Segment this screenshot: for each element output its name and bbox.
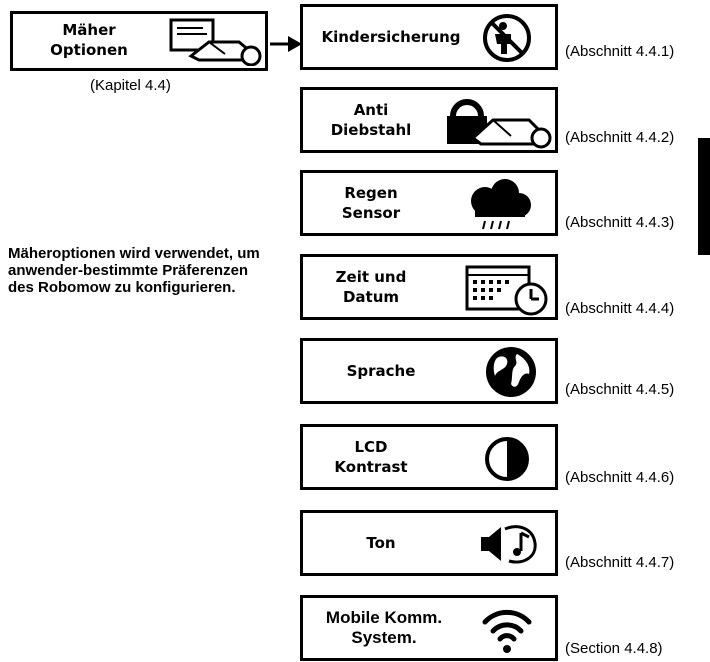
- contrast-icon: [485, 437, 529, 481]
- menu-item-label: Anti Diebstahl: [330, 101, 412, 139]
- main-menu-label: Mäher Optionen: [50, 21, 128, 59]
- calendar-clock-icon: [465, 265, 548, 316]
- rain-cloud-icon: [471, 179, 531, 230]
- menu-item-time-date[interactable]: Zeit und Datum: [300, 254, 558, 320]
- menu-item-label: Zeit und Datum: [335, 268, 407, 306]
- menu-item-label: Mobile Komm. System.: [325, 608, 443, 647]
- menu-item-label: LCD Kontrast: [334, 438, 408, 476]
- menu-item-anti-theft[interactable]: Anti Diebstahl: [300, 87, 558, 153]
- speaker-note-icon: [481, 525, 537, 564]
- menu-item-ref: (Abschnitt 4.4.6): [565, 469, 675, 486]
- menu-item-label: Ton: [366, 534, 396, 552]
- menu-item-ref: (Abschnitt 4.4.3): [565, 214, 675, 231]
- main-menu-box[interactable]: Mäher Optionen: [10, 11, 268, 71]
- wifi-icon: [482, 609, 532, 653]
- menu-item-ref: (Abschnitt 4.4.5): [565, 381, 675, 398]
- arrow-right-icon: [270, 36, 302, 52]
- menu-item-label: Sprache: [346, 362, 416, 380]
- main-menu-ref: (Kapitel 4.4): [90, 77, 171, 94]
- menu-item-ref: (Abschnitt 4.4.1): [565, 43, 675, 60]
- menu-item-label: Kindersicherung: [321, 28, 461, 46]
- menu-item-ref: (Abschnitt 4.4.2): [565, 129, 675, 146]
- menu-item-child-lock[interactable]: Kindersicherung: [300, 4, 558, 70]
- mower-options-icon: [169, 18, 262, 66]
- menu-item-language[interactable]: Sprache: [300, 338, 558, 404]
- menu-item-sound[interactable]: Ton: [300, 510, 558, 576]
- menu-item-label: Regen Sensor: [341, 184, 401, 222]
- menu-item-ref: (Section 4.4.8): [565, 640, 663, 657]
- menu-item-lcd-contrast[interactable]: LCD Kontrast: [300, 424, 558, 490]
- menu-item-rain-sensor[interactable]: Regen Sensor: [300, 170, 558, 236]
- description-text: Mäheroptionen wird verwendet, um anwende…: [8, 245, 260, 296]
- globe-icon: [486, 347, 536, 397]
- menu-item-ref: (Abschnitt 4.4.7): [565, 554, 675, 571]
- side-tab-marker: [698, 138, 710, 255]
- anti-theft-icon: [447, 99, 552, 149]
- menu-item-mobile-comm[interactable]: Mobile Komm. System.: [300, 595, 558, 661]
- menu-item-ref: (Abschnitt 4.4.4): [565, 300, 675, 317]
- child-lock-icon: [483, 14, 531, 62]
